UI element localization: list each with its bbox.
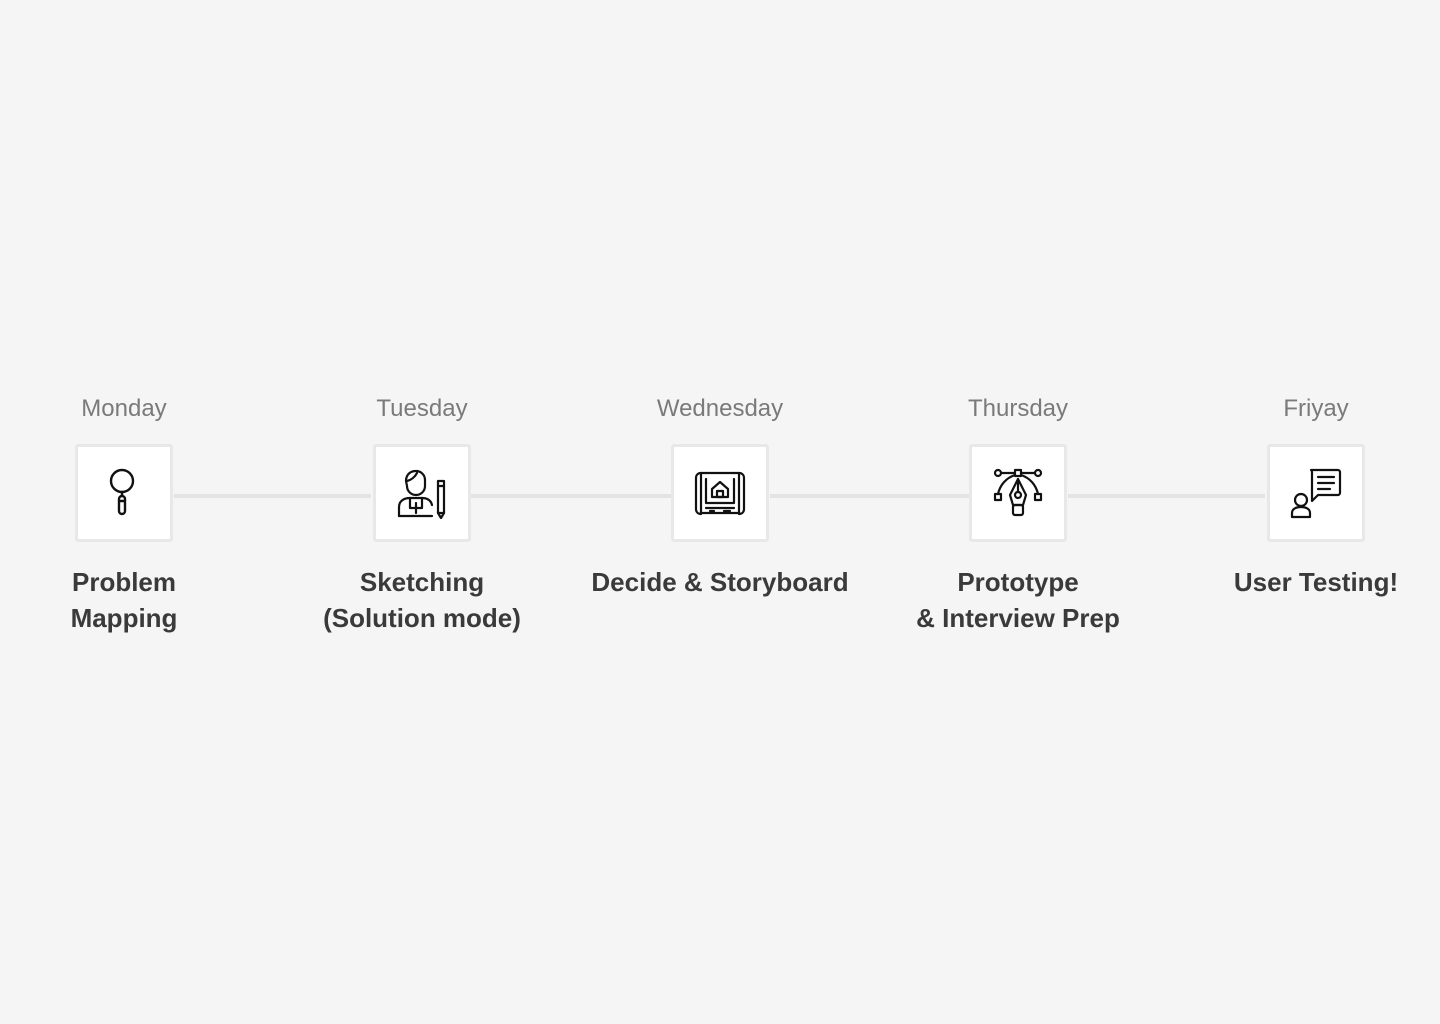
icon-box xyxy=(75,444,173,542)
step-tuesday: Tuesday Sketching (Solution mode) xyxy=(262,392,582,636)
blueprint-icon xyxy=(694,471,746,516)
step-monday: Monday Problem Mapping xyxy=(0,392,284,636)
step-title-line: Mapping xyxy=(70,603,178,633)
icon-box xyxy=(1267,444,1365,542)
person-sketching-icon xyxy=(397,469,446,519)
connector-line xyxy=(174,494,371,498)
icon-box xyxy=(671,444,769,542)
step-title-line: (Solution mode) xyxy=(323,603,521,633)
connector-line xyxy=(770,494,969,498)
step-title: User Testing! xyxy=(1156,564,1440,600)
step-title-line: Problem xyxy=(71,567,177,597)
connector-line xyxy=(470,494,671,498)
step-title: Sketching (Solution mode) xyxy=(262,564,582,636)
day-label: Friyay xyxy=(1283,395,1349,422)
step-title: Prototype & Interview Prep xyxy=(858,564,1178,636)
step-wednesday: Wednesday Decide & Storyboard xyxy=(560,392,880,600)
icon-box xyxy=(969,444,1067,542)
step-title: Decide & Storyboard xyxy=(560,564,880,600)
day-label: Monday xyxy=(81,395,167,422)
pen-tool-icon xyxy=(993,468,1043,517)
step-title-line: Sketching xyxy=(359,567,485,597)
step-title-line: Prototype xyxy=(957,567,1079,597)
step-thursday: Thursday Prototype & Interview Prep xyxy=(858,392,1178,636)
day-label: Thursday xyxy=(967,395,1069,422)
icon-box xyxy=(373,444,471,542)
magnifier-icon xyxy=(109,468,135,516)
step-title-line: & Interview Prep xyxy=(916,603,1120,633)
user-chat-icon xyxy=(1290,468,1342,519)
step-title-line: Decide & Storyboard xyxy=(591,567,849,597)
step-title: Problem Mapping xyxy=(0,564,284,636)
step-title-line: User Testing! xyxy=(1233,567,1399,597)
day-label: Tuesday xyxy=(376,395,468,422)
connector-line xyxy=(1068,494,1265,498)
day-label: Wednesday xyxy=(656,395,784,422)
step-friyay: Friyay User Testing! xyxy=(1156,392,1440,600)
